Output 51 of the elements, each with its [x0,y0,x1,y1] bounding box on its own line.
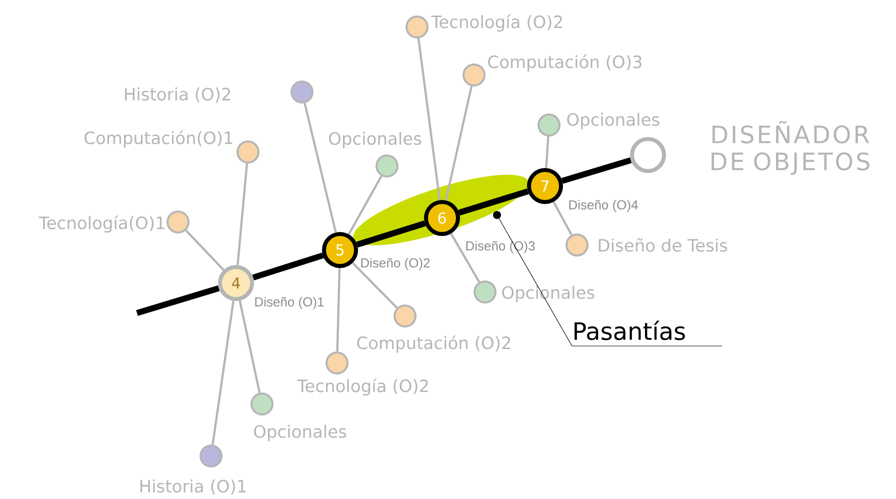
course-label: Tecnología (O)2 [297,378,428,396]
course-label: Historia (O)1 [140,479,246,495]
course-label: Diseño de Tesis [598,238,728,252]
branch-line [185,230,224,271]
branch-line [545,136,550,168]
branch-line [238,300,261,393]
route-line [252,252,324,280]
station-label: Diseño (O)2 [361,258,430,270]
course-dot [326,352,348,374]
course-dot [376,154,398,178]
branch-line [348,176,382,235]
course-dot [250,392,274,416]
course-label: Opcionales [254,424,346,442]
leader-line [498,218,572,346]
course-label: Computación (O)3 [488,54,642,72]
course-dot [200,444,222,468]
course-label: Opcionales [567,112,660,130]
course-dot [166,210,190,234]
leader-dot [493,211,501,219]
course-dot [566,234,588,256]
course-dot [236,140,260,164]
course-dot [474,280,496,304]
course-label: Tecnología(O)1 [38,215,164,233]
branch-line [236,163,248,266]
branch-line [444,86,473,201]
course-dot [538,114,560,136]
branch-line [450,233,480,283]
route-line [561,157,632,184]
course-label: Opcionales [329,132,422,148]
course-dot [406,16,428,38]
course-label: Tecnología (O)2 [431,14,562,32]
end-circle [630,137,666,173]
route-line [458,188,529,216]
course-label: Computación(O)1 [84,130,232,148]
course-dot [394,304,416,328]
station-label: Diseño (O)1 [255,296,324,310]
route-line [136,285,220,316]
branch-line [304,102,337,233]
branch-line [552,201,572,236]
course-dot [462,64,486,86]
route-line [356,220,426,248]
pasantias-label: Pasantías [572,320,722,346]
branch-line [336,268,341,352]
course-label: Computación (O)2 [357,335,510,353]
course-label: Historia (O)2 [125,87,230,103]
title-label: DISEÑADOR DE OBJETOS [712,121,870,175]
branch-line [417,38,441,200]
course-dot [290,80,314,104]
station-label: Diseño (O)4 [569,200,638,212]
branch-line [352,262,398,309]
branch-line [212,300,235,445]
